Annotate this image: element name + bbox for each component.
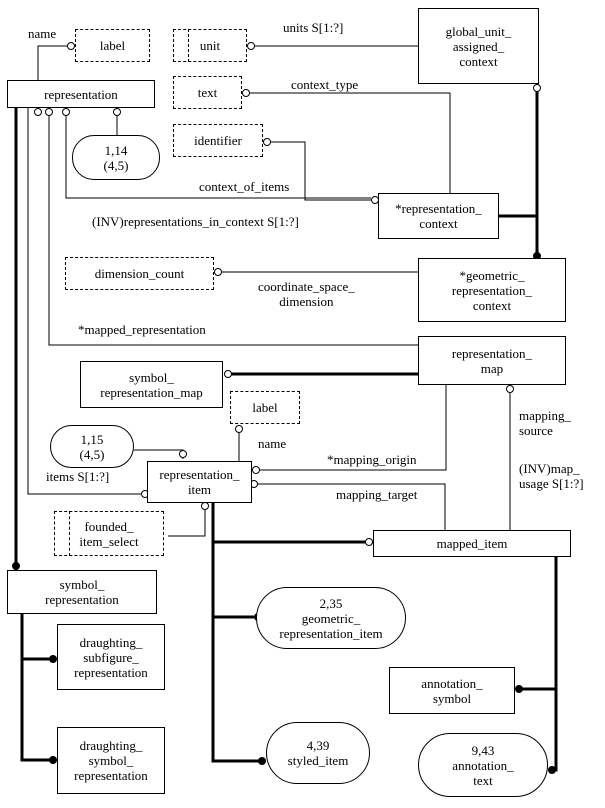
- context-of-items-label: context_of_items: [199, 179, 290, 194]
- identifier-box: identifier: [173, 124, 263, 157]
- symbol-representation-box: symbol_ representation: [7, 570, 157, 614]
- mapped-item-box: mapped_item: [373, 530, 571, 557]
- geometric-representation-item-box: 2,35 geometric_ representation_item: [256, 587, 406, 649]
- name-top-label: name: [28, 26, 57, 41]
- label-box: label: [75, 29, 150, 62]
- context-type-label: context_type: [291, 77, 359, 92]
- mapping-source-label: mapping_ source: [519, 408, 571, 438]
- coordinate-space-dimension-label: coordinate_space_ dimension: [258, 279, 355, 309]
- mapping-target-label: mapping_target: [336, 487, 418, 502]
- mapped-representation-label: *mapped_representation: [78, 322, 206, 337]
- styled-item-box: 4,39 styled_item: [266, 722, 370, 784]
- annotation-symbol-box: annotation_ symbol: [389, 667, 515, 714]
- representation-item-box: representation_ item: [147, 461, 252, 503]
- representation-item-ref-box: 1,15 (4,5): [50, 425, 134, 468]
- global-unit-assigned-context-box: global_unit_ assigned_ context: [418, 8, 539, 84]
- draughting-subfigure-representation-box: draughting_ subfigure_ representation: [57, 624, 165, 690]
- representation-map-box: representation_ map: [418, 336, 566, 385]
- dimension-count-box: dimension_count: [65, 257, 214, 290]
- representation-context-box: *representation_ context: [378, 193, 499, 239]
- draughting-symbol-representation-box: draughting_ symbol_ representation: [57, 727, 165, 794]
- label-mid-box: label: [230, 391, 300, 424]
- unit-box: unit: [173, 29, 247, 62]
- geometric-representation-context-box: *geometric_ representation_ context: [418, 258, 566, 322]
- map-usage-label: (INV)map_ usage S[1:?]: [519, 461, 584, 491]
- representations-in-context-label: (INV)representations_in_context S[1:?]: [92, 214, 299, 229]
- items-label: items S[1:?]: [46, 469, 110, 484]
- name-mid-label: name: [258, 436, 287, 451]
- mapping-origin-label: *mapping_origin: [327, 452, 417, 467]
- text-box: text: [173, 76, 242, 109]
- symbol-representation-map-box: symbol_ representation_map: [80, 361, 223, 408]
- annotation-text-box: 9,43 annotation_ text: [418, 733, 548, 797]
- representation-box: representation: [7, 80, 155, 108]
- founded-item-select-box: founded_ item_select: [54, 511, 164, 556]
- representation-ref-box: 1,14 (4,5): [72, 135, 160, 180]
- units-label: units S[1:?]: [283, 20, 344, 35]
